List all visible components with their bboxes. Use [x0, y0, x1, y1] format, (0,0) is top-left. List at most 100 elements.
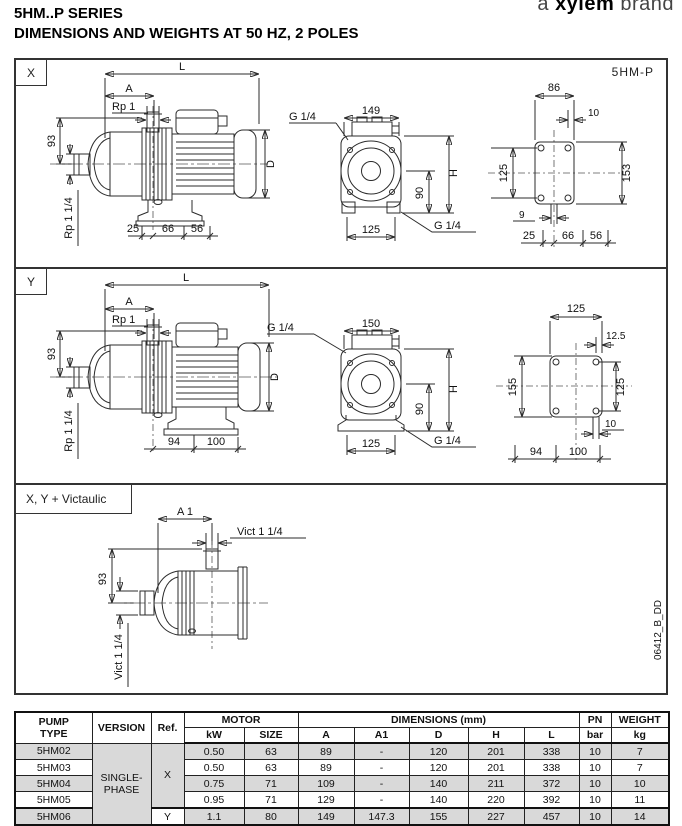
- dim-D: D: [269, 373, 281, 381]
- panel-y: L A Rp 1 93 Rp 1 1/4: [16, 267, 666, 483]
- cell-h: 211: [467, 775, 525, 792]
- header-type: TYPE: [40, 727, 68, 740]
- dim-12-5: 12.5: [606, 331, 626, 342]
- col-header-pn: PN: [578, 711, 612, 728]
- cell-pump-type: 5HM02: [14, 742, 93, 760]
- col-header-motor: MOTOR: [183, 711, 299, 728]
- dim-100: 100: [207, 436, 225, 448]
- cell-kg: 14: [610, 807, 670, 826]
- dim-93: 93: [97, 573, 109, 585]
- cell-a1: -: [353, 775, 410, 792]
- pump-front-view-x: 149 125 H: [340, 105, 476, 241]
- brand-name: xylem: [555, 0, 615, 15]
- col-header-dimensions: DIMENSIONS (mm): [297, 711, 580, 728]
- dim-150: 150: [362, 318, 380, 330]
- header-pump: PUMP: [38, 715, 69, 728]
- cell-kg: 11: [610, 791, 670, 809]
- cell-kw: 1.1: [183, 807, 245, 826]
- cell-pump-type: 5HM04: [14, 775, 93, 792]
- table-row: 5HM02 SINGLE-PHASE X 0.50 63 89 - 120 20…: [14, 742, 670, 826]
- dim-93: 93: [46, 348, 58, 360]
- doc-code: 06412_B_DD: [653, 600, 664, 660]
- col-header-d: D: [408, 727, 469, 744]
- col-header-h: H: [467, 727, 525, 744]
- series-title: 5HM..P SERIES: [14, 5, 123, 22]
- cell-size: 71: [243, 791, 299, 809]
- panel-y-tag: Y: [16, 269, 47, 295]
- dim-66: 66: [162, 223, 174, 235]
- dim-g14-top: G 1/4: [289, 111, 316, 123]
- dim-9: 9: [519, 210, 525, 221]
- dim-125-top: 125: [567, 303, 585, 315]
- dim-L: L: [179, 61, 185, 73]
- dim-H: H: [448, 169, 460, 177]
- dim-56: 56: [191, 223, 203, 235]
- dim-rp114: Rp 1 1/4: [63, 410, 75, 452]
- cell-l: 457: [523, 807, 580, 826]
- panel-y-drawing: L A Rp 1 93 Rp 1 1/4: [46, 272, 632, 463]
- col-header-ref: Ref.: [150, 711, 185, 744]
- brand-logo: a xylem brand: [537, 0, 674, 16]
- cell-size: 63: [243, 742, 299, 760]
- dim-149: 149: [362, 105, 380, 117]
- dim-rp1: Rp 1: [112, 101, 135, 113]
- dim-94b: 94: [530, 446, 542, 458]
- dim-155: 155: [507, 378, 519, 396]
- cell-a: 149: [297, 807, 355, 826]
- cell-a: 129: [297, 791, 355, 809]
- dim-125-right: 125: [615, 378, 627, 396]
- cell-kg: 10: [610, 775, 670, 792]
- cell-size: 80: [243, 807, 299, 826]
- panel-y-tag-label: Y: [26, 274, 35, 289]
- cell-d: 120: [408, 742, 469, 760]
- dim-125-holes: 125: [498, 164, 510, 182]
- cell-kg: 7: [610, 759, 670, 776]
- cell-pump-type: 5HM06: [14, 807, 93, 826]
- cell-l: 372: [523, 775, 580, 792]
- cell-version: SINGLE-PHASE: [91, 742, 152, 826]
- dim-100b: 100: [569, 446, 587, 458]
- dim-125: 125: [362, 438, 380, 450]
- dim-H: H: [448, 385, 460, 393]
- cell-kw: 0.50: [183, 742, 245, 760]
- dim-90: 90: [414, 403, 426, 415]
- dim-rp1: Rp 1: [112, 314, 135, 326]
- cell-ref-y: Y: [150, 807, 185, 826]
- dim-g14-bottom: G 1/4: [434, 220, 461, 232]
- dim-25b: 25: [523, 230, 535, 242]
- table-row: 5HM03 0.50 63 89 - 120 201 338 10 7: [14, 759, 670, 776]
- cell-l: 338: [523, 759, 580, 776]
- pump-victaulic-view: A 1 Vict 1 1/4 93 Vict 1 1/4: [97, 506, 306, 687]
- brand-a: a: [537, 0, 549, 15]
- cell-a1: -: [353, 742, 410, 760]
- dim-A1: A 1: [177, 506, 193, 518]
- dim-rp114: Rp 1 1/4: [63, 197, 75, 239]
- dim-66b: 66: [562, 230, 574, 242]
- dim-vict-horizontal: Vict 1 1/4: [237, 526, 283, 538]
- col-header-bar: bar: [578, 727, 612, 744]
- dim-A: A: [125, 83, 133, 95]
- cell-d: 140: [408, 775, 469, 792]
- col-header-a1: A1: [353, 727, 410, 744]
- cell-a1: 147.3: [353, 807, 410, 826]
- cell-kw: 0.95: [183, 791, 245, 809]
- cell-h: 201: [467, 759, 525, 776]
- panel-victaulic-tag-label: X, Y + Victaulic: [26, 492, 107, 506]
- col-header-kw: kW: [183, 727, 245, 744]
- cell-a1: -: [353, 791, 410, 809]
- table-row: 5HM06 Y 1.1 80 149 147.3 155 227 457 10 …: [14, 807, 670, 826]
- cell-a: 109: [297, 775, 355, 792]
- cell-d: 120: [408, 759, 469, 776]
- dim-10: 10: [605, 419, 617, 430]
- cell-l: 338: [523, 742, 580, 760]
- dim-L: L: [183, 272, 189, 284]
- dim-90: 90: [414, 187, 426, 199]
- col-header-a: A: [297, 727, 355, 744]
- panel-victaulic-tag: X, Y + Victaulic: [16, 485, 132, 514]
- cell-size: 71: [243, 775, 299, 792]
- cell-pn: 10: [578, 759, 612, 776]
- cell-pn: 10: [578, 807, 612, 826]
